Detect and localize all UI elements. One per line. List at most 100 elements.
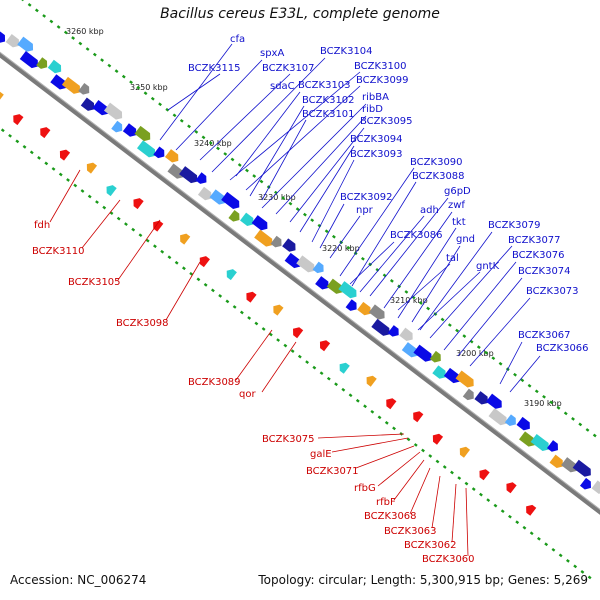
- gc-tick: [56, 25, 61, 29]
- gc-tick: [259, 179, 264, 184]
- gene-arrow: [338, 281, 357, 299]
- leader-line: [229, 71, 361, 181]
- leader-line: [289, 127, 365, 223]
- leader-line: [261, 103, 367, 209]
- gc-tick: [158, 102, 162, 107]
- gc-tick: [464, 481, 469, 486]
- gene-arrow: [164, 149, 179, 163]
- leader-line: [339, 167, 415, 277]
- gc-tick: [143, 91, 148, 96]
- leader-line: [469, 297, 531, 367]
- gene-arrow: [455, 370, 474, 388]
- gc-tick: [447, 323, 452, 327]
- gene-label: BCZK3079: [488, 220, 541, 231]
- gene-label: zwf: [448, 200, 465, 211]
- gene-arrow: [561, 457, 577, 473]
- gc-tick: [317, 223, 322, 228]
- gc-tick: [418, 301, 423, 305]
- gene-arrow: [167, 163, 184, 179]
- gc-tick: [116, 216, 121, 221]
- gc-tick: [63, 30, 68, 35]
- gc-tick: [305, 360, 310, 364]
- label-leaders: [49, 43, 541, 557]
- gene-arrow: [462, 388, 474, 401]
- gene-label: BCZK3107: [262, 63, 315, 74]
- gc-tick: [44, 161, 49, 166]
- gc-tick: [85, 47, 90, 51]
- gene-label: BCZK3089: [188, 377, 241, 388]
- gc-tick: [196, 277, 201, 282]
- tick-label: 3240 kbp: [194, 139, 232, 148]
- gc-tick: [102, 205, 107, 210]
- gene-arrow: [195, 172, 207, 184]
- gc-tick: [440, 317, 445, 322]
- gene-arrow: [345, 299, 357, 311]
- gc-tick: [360, 256, 365, 261]
- gene-label: BCZK3073: [526, 286, 579, 297]
- gc-tick: [281, 196, 286, 200]
- gene-arrow: [488, 408, 507, 426]
- gc-tick: [508, 514, 512, 519]
- leader-line: [275, 115, 367, 215]
- gene-arrow: [519, 431, 535, 447]
- gene-arrow: [387, 325, 399, 337]
- leader-line: [429, 245, 513, 339]
- gc-tick: [210, 288, 215, 293]
- gc-tick: [428, 454, 433, 458]
- gc-tick: [515, 520, 520, 525]
- tick-label: 3220 kbp: [322, 244, 360, 253]
- gene-label: BCZK3099: [356, 75, 409, 86]
- gene-arrow: [443, 367, 460, 384]
- leader-line: [159, 43, 233, 141]
- gene-label: BCZK3076: [512, 250, 565, 261]
- gene-arrow: [59, 149, 71, 161]
- gc-tick: [187, 124, 191, 129]
- gene-label: BCZK3086: [390, 230, 443, 241]
- leader-line: [431, 475, 441, 529]
- gene-arrow: [432, 433, 444, 445]
- gene-label: BCZK3102: [302, 95, 355, 106]
- gc-tick: [310, 218, 315, 223]
- leader-line: [235, 329, 273, 381]
- gene-arrow: [530, 433, 549, 451]
- gene-label: BCZK3110: [32, 246, 85, 257]
- gc-tick: [421, 448, 425, 453]
- gc-tick: [237, 163, 242, 167]
- gc-tick: [563, 411, 568, 416]
- gene-arrow: [506, 482, 517, 494]
- gc-tick: [455, 328, 460, 333]
- gene-arrow: [240, 212, 254, 226]
- gene-arrow: [40, 127, 51, 139]
- gc-tick: [534, 389, 539, 394]
- gc-tick: [571, 417, 575, 421]
- gene-arrow: [254, 229, 273, 247]
- leader-line: [355, 445, 415, 469]
- leader-line: [369, 197, 449, 297]
- gc-tick: [334, 382, 338, 387]
- gc-tick: [131, 227, 136, 232]
- gene-arrow: [368, 304, 385, 320]
- leader-line: [409, 467, 431, 515]
- leader-line: [417, 271, 481, 331]
- gc-tick: [484, 350, 488, 355]
- gene-label: BCZK3100: [354, 61, 407, 72]
- gc-tick: [22, 144, 27, 149]
- gc-tick: [232, 305, 237, 309]
- gc-tick: [493, 503, 498, 508]
- gc-tick: [49, 19, 54, 24]
- gc-tick: [319, 371, 324, 376]
- gc-tick: [165, 107, 170, 112]
- gc-tick: [121, 74, 126, 79]
- gc-tick: [295, 207, 300, 212]
- genome-backbone: [0, 52, 600, 515]
- gc-tick: [457, 476, 462, 480]
- gene-arrow: [296, 255, 315, 273]
- leader-line: [245, 85, 361, 191]
- gc-tick: [578, 422, 583, 427]
- gene-label: BCZK3071: [306, 466, 359, 477]
- gc-tick: [145, 238, 150, 243]
- gc-tick: [203, 282, 208, 287]
- leader-line: [175, 59, 263, 151]
- gc-tick: [107, 63, 112, 68]
- gc-tick: [348, 393, 353, 398]
